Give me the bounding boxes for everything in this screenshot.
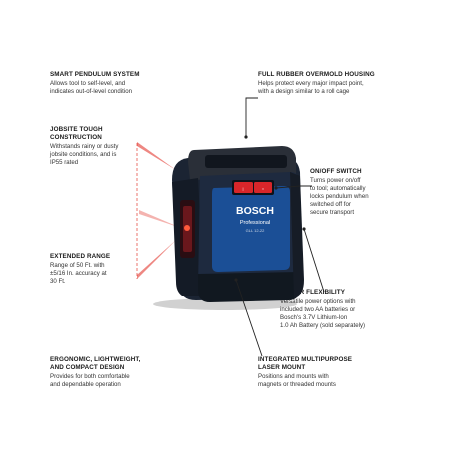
callout-ergonomic-design: ERGONOMIC, LIGHTWEIGHT, AND COMPACT DESI…: [50, 356, 200, 389]
laser-beam-upper: [137, 142, 176, 170]
callout-title-line: INTEGRATED MULTIPURPOSE: [258, 356, 353, 363]
callout-body-line: Turns power on/off: [310, 177, 361, 184]
callout-smart-pendulum: SMART PENDULUM SYSTEM Allows tool to sel…: [50, 71, 200, 96]
on-off-switch[interactable]: [234, 182, 253, 193]
switch-on-icon: |: [242, 186, 243, 191]
callout-body: Helps protect every major impact point, …: [258, 80, 428, 96]
laser-beam-lower: [137, 240, 176, 279]
laser-beams: [136, 142, 181, 279]
callout-body-line: Helps protect every major impact point,: [258, 80, 364, 87]
callout-title: POWER FLEXIBILITY: [280, 289, 346, 296]
leader-dot-mount: [234, 278, 238, 282]
callout-body-line: Bosch's 3.7V Lithium-Ion: [280, 314, 348, 321]
leader-dot-overmold: [244, 135, 248, 139]
callout-extended-range: EXTENDED RANGE Range of 50 Ft. with ±5/1…: [50, 253, 200, 286]
callout-power-flexibility: POWER FLEXIBILITY Versatile power option…: [280, 289, 440, 330]
top-vent: [205, 155, 287, 168]
callout-title: ON/OFF SWITCH: [310, 168, 362, 175]
leader-overmold: [245, 97, 258, 136]
callout-body-line: with a design similar to a roll cage: [258, 88, 350, 95]
callout-title: ERGONOMIC, LIGHTWEIGHT, AND COMPACT DESI…: [50, 356, 200, 372]
callout-body-line: indicates out-of-level condition: [50, 88, 132, 95]
callout-body-line: Allows tool to self-level, and: [50, 80, 126, 87]
front-label-panel: [212, 186, 290, 272]
callout-title: SMART PENDULUM SYSTEM: [50, 71, 140, 78]
callout-body-line: and dependable operation: [50, 381, 121, 388]
callout-body: Range of 50 Ft. with ±5/16 In. accuracy …: [50, 262, 200, 286]
leader-on-off: [275, 185, 312, 189]
callout-body: Provides for both comfortable and depend…: [50, 373, 200, 389]
callout-laser-mount: INTEGRATED MULTIPURPOSE LASER MOUNT Posi…: [258, 356, 428, 389]
brand-logo: BOSCH: [236, 205, 274, 217]
brand-sub: Professional: [240, 220, 270, 226]
callout-body: Allows tool to self-level, and indicates…: [50, 80, 200, 96]
callout-body: Withstands rainy or dusty jobsite condit…: [50, 143, 200, 167]
leader-dot-power: [302, 227, 306, 231]
model-number: GLL 12-22: [246, 228, 266, 233]
callout-body-line: IP55 rated: [50, 159, 79, 166]
callout-body-line: Positions and mounts with: [258, 373, 329, 380]
callout-title-line: LASER MOUNT: [258, 364, 306, 371]
callout-body-line: included two AA batteries or: [280, 306, 356, 313]
callout-title-line: AND COMPACT DESIGN: [50, 364, 125, 371]
callout-title: FULL RUBBER OVERMOLD HOUSING: [258, 71, 375, 78]
callout-body-line: Range of 50 Ft. with: [50, 262, 105, 269]
callout-body-line: magnets or threaded mounts: [258, 381, 336, 388]
housing-right-edge: [290, 172, 304, 298]
callout-body: Positions and mounts with magnets or thr…: [258, 373, 428, 389]
callout-body-line: switched off for: [310, 201, 351, 208]
switch-lock-icon: ○: [262, 186, 265, 191]
product-shadow: [153, 298, 297, 310]
callout-body-line: ±5/16 In. accuracy at: [50, 270, 107, 277]
callout-body-line: Withstands rainy or dusty: [50, 143, 119, 150]
callout-jobsite-tough: JOBSITE TOUGH CONSTRUCTION Withstands ra…: [50, 126, 200, 167]
callout-body-line: 30 Ft.: [50, 278, 66, 285]
callout-body-line: locks pendulum when: [310, 193, 369, 200]
leader-mount: [235, 279, 263, 357]
callout-title: INTEGRATED MULTIPURPOSE LASER MOUNT: [258, 356, 428, 372]
callout-title-line: JOBSITE TOUGH: [50, 126, 103, 133]
callout-body-line: to tool; automatically: [310, 185, 366, 192]
callout-title: EXTENDED RANGE: [50, 253, 111, 260]
callout-body-line: secure transport: [310, 209, 355, 216]
callout-title: JOBSITE TOUGH CONSTRUCTION: [50, 126, 200, 142]
callout-body-line: Versatile power options with: [280, 298, 356, 305]
callout-on-off-switch: ON/OFF SWITCH Turns power on/off to tool…: [310, 168, 430, 217]
on-off-switch-right[interactable]: [254, 182, 272, 193]
callout-body: Versatile power options with included tw…: [280, 298, 440, 330]
callout-title-line: CONSTRUCTION: [50, 134, 102, 141]
callout-body-line: 1.0 Ah Battery (sold separately): [280, 322, 366, 329]
callout-title-line: ERGONOMIC, LIGHTWEIGHT,: [50, 356, 141, 363]
laser-emitter: [184, 225, 190, 231]
callout-rubber-overmold: FULL RUBBER OVERMOLD HOUSING Helps prote…: [258, 71, 428, 96]
callout-body-line: jobsite conditions, and is: [50, 151, 117, 158]
bottom-bumper: [198, 272, 300, 302]
laser-beam-mid: [139, 210, 181, 228]
callout-body: Turns power on/off to tool; automaticall…: [310, 177, 430, 217]
callout-body-line: Provides for both comfortable: [50, 373, 130, 380]
leader-power: [303, 228, 325, 293]
leader-dot-on-off: [274, 186, 278, 190]
